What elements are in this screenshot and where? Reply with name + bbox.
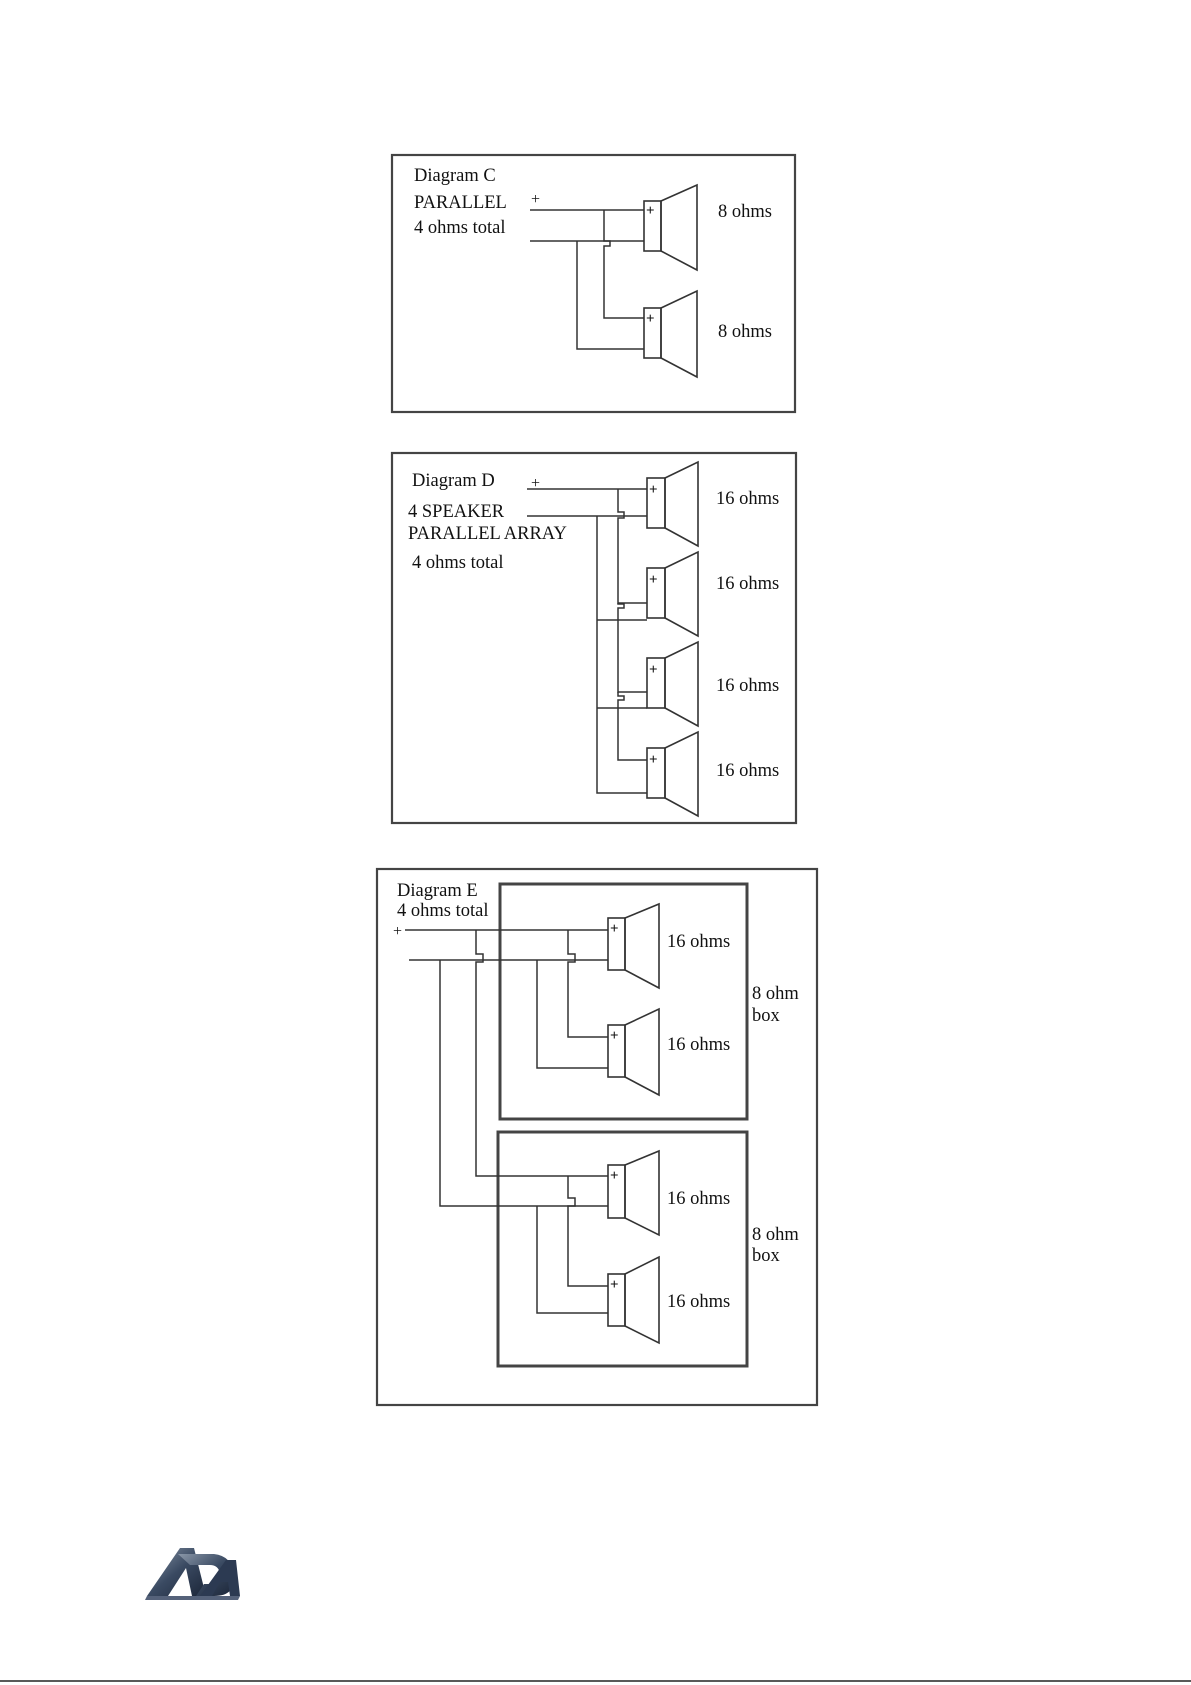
speaker-cone-icon xyxy=(665,552,698,636)
speaker-cone-icon xyxy=(625,904,659,988)
speaker-terminal-plus: + xyxy=(649,482,658,498)
diagram-d-speaker-1: + 16 ohms xyxy=(647,462,779,546)
diagram-d-line2: 4 SPEAKER xyxy=(408,502,505,522)
diagram-e-speaker-2-label: 16 ohms xyxy=(667,1035,730,1055)
diagram-c-speaker-1: + 8 ohms xyxy=(644,185,772,270)
diagram-d-speaker-4: + 16 ohms xyxy=(647,732,779,816)
diagram-c-total: 4 ohms total xyxy=(414,218,505,238)
speaker-cone-icon xyxy=(625,1009,659,1095)
diagram-c-type: PARALLEL xyxy=(414,193,507,213)
diagram-e-speaker-2: + 16 ohms xyxy=(608,1009,730,1095)
speaker-cone-icon xyxy=(625,1151,659,1235)
speaker-terminal-plus: + xyxy=(610,1028,619,1044)
diagram-c-wiring xyxy=(530,210,644,349)
diagram-d-speaker-2: + 16 ohms xyxy=(647,552,779,636)
speaker-terminal-plus: + xyxy=(649,572,658,588)
diagram-e-frame xyxy=(377,869,817,1405)
diagram-e-speaker-3-label: 16 ohms xyxy=(667,1189,730,1209)
diagram-d-speaker-4-label: 16 ohms xyxy=(716,761,779,781)
diagram-d-speaker-1-label: 16 ohms xyxy=(716,489,779,509)
diagram-d-speaker-3: + 16 ohms xyxy=(647,642,779,726)
diagram-d-title: Diagram D xyxy=(412,471,495,491)
diagram-e-box-2 xyxy=(498,1132,747,1366)
diagram-c-speaker-1-label: 8 ohms xyxy=(718,202,772,222)
diagram-d: Diagram D 4 SPEAKER PARALLEL ARRAY 4 ohm… xyxy=(392,453,796,823)
diagram-e-box-2-label-2: box xyxy=(752,1246,781,1266)
diagram-e-box-1-label-1: 8 ohm xyxy=(752,984,799,1004)
diagram-e-plus-label: + xyxy=(393,923,402,940)
diagram-e-speaker-1-label: 16 ohms xyxy=(667,932,730,952)
diagram-e-speaker-4: + 16 ohms xyxy=(608,1257,730,1343)
diagram-d-speaker-3-label: 16 ohms xyxy=(716,676,779,696)
speaker-cone-icon xyxy=(661,185,697,270)
diagram-c: Diagram C PARALLEL 4 ohms total + + 8 oh… xyxy=(392,155,795,412)
speaker-cone-icon xyxy=(665,462,698,546)
speaker-terminal-plus: + xyxy=(610,921,619,937)
diagram-e-wiring xyxy=(405,930,608,1313)
speaker-terminal-plus: + xyxy=(646,203,655,219)
diagram-e-speaker-4-label: 16 ohms xyxy=(667,1292,730,1312)
speaker-cone-icon xyxy=(665,732,698,816)
speaker-terminal-plus: + xyxy=(649,752,658,768)
speaker-terminal-plus: + xyxy=(610,1168,619,1184)
diagram-d-line3: PARALLEL ARRAY xyxy=(408,524,567,544)
diagram-c-plus-label: + xyxy=(531,191,540,208)
diagram-e-speaker-3: + 16 ohms xyxy=(608,1151,730,1235)
speaker-terminal-plus: + xyxy=(646,311,655,327)
diagram-c-title: Diagram C xyxy=(414,166,496,186)
diagram-d-total: 4 ohms total xyxy=(412,553,503,573)
diagram-c-speaker-2-label: 8 ohms xyxy=(718,322,772,342)
speaker-cone-icon xyxy=(665,642,698,726)
speaker-cone-icon xyxy=(625,1257,659,1343)
speaker-terminal-plus: + xyxy=(610,1277,619,1293)
diagram-d-speaker-2-label: 16 ohms xyxy=(716,574,779,594)
ada-logo-icon xyxy=(145,1548,240,1600)
diagram-e-box-1-label-2: box xyxy=(752,1006,781,1026)
diagram-e-title: Diagram E xyxy=(397,881,478,901)
diagram-e-speaker-1: + 16 ohms xyxy=(608,904,730,988)
diagram-e: Diagram E 4 ohms total + 8 ohm box 8 ohm… xyxy=(377,869,817,1405)
speaker-cone-icon xyxy=(661,291,697,377)
speaker-terminal-plus: + xyxy=(649,662,658,678)
diagram-e-total: 4 ohms total xyxy=(397,901,488,921)
diagram-e-box-2-label-1: 8 ohm xyxy=(752,1225,799,1245)
diagram-c-speaker-2: + 8 ohms xyxy=(644,291,772,377)
